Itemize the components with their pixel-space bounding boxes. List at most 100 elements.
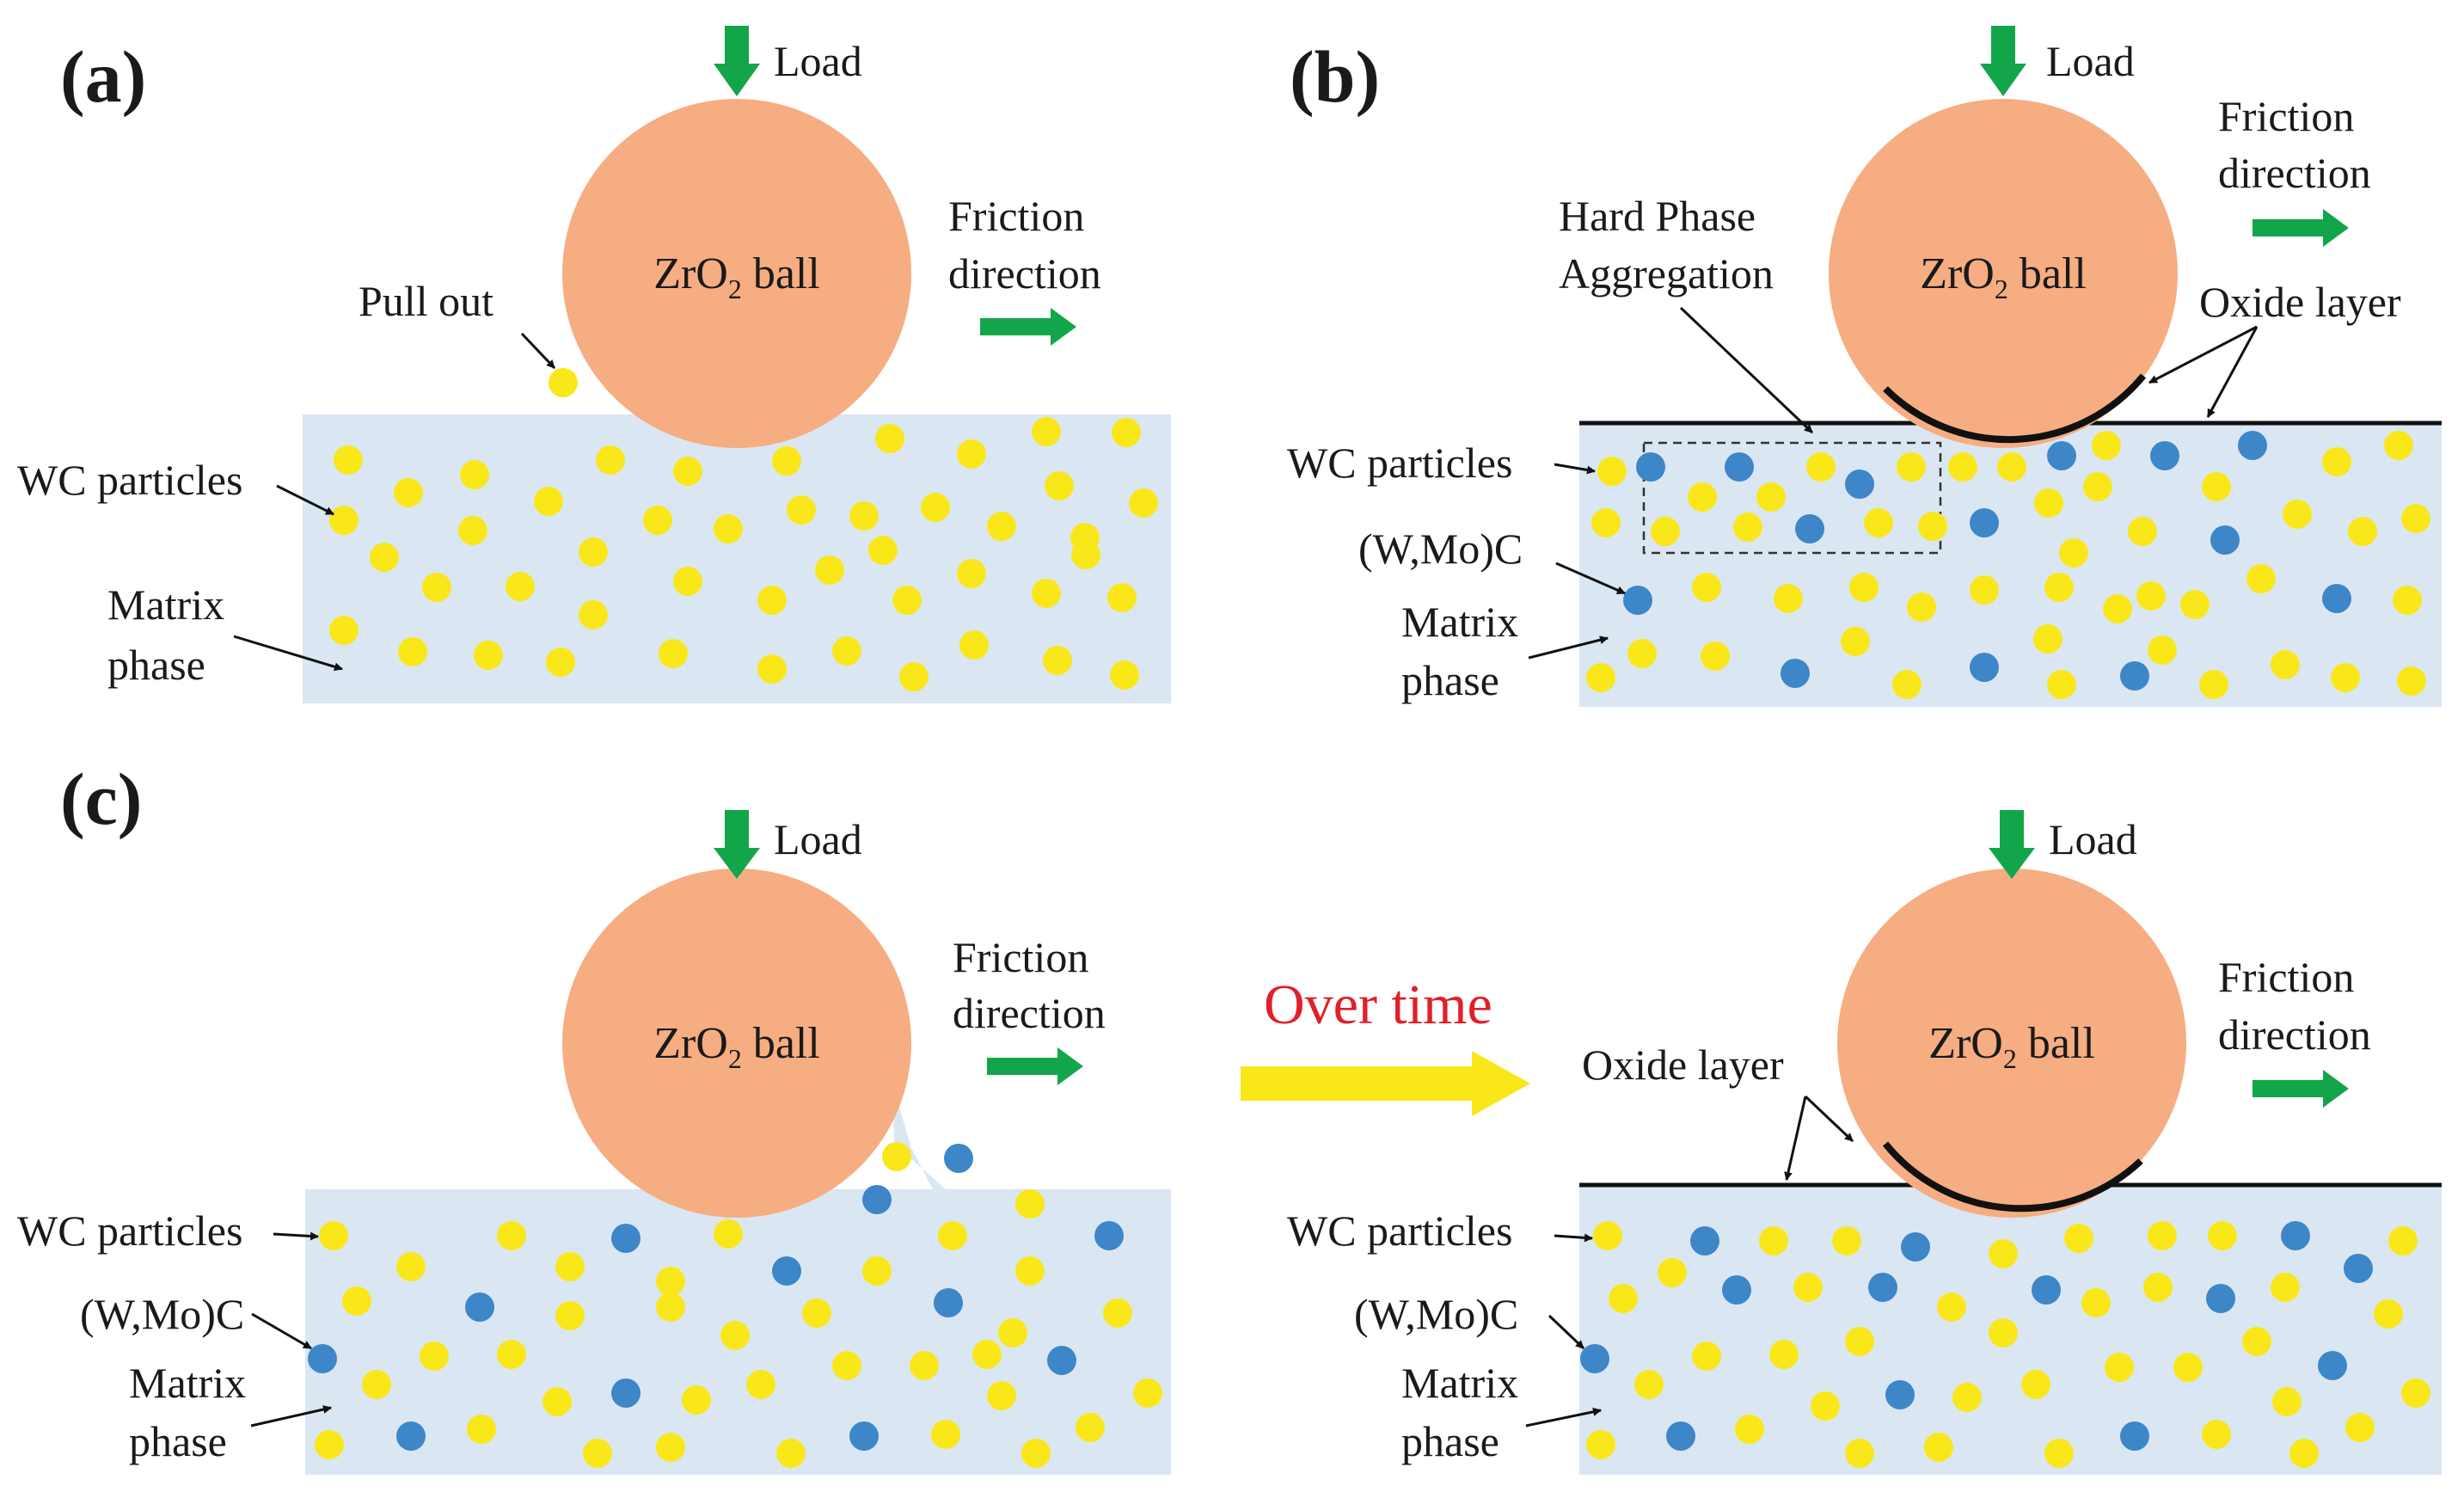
wc-particle [2033, 624, 2063, 654]
wc-particle [1970, 575, 1999, 605]
wc-particle [579, 600, 608, 629]
wc-particle [714, 514, 743, 543]
panel-c-right-matrix-label-1: Matrix [1401, 1359, 1518, 1407]
wc-particle [2289, 1439, 2319, 1468]
wc-particle [2173, 1353, 2203, 1382]
panel-b-matrix-label-2: phase [1401, 656, 1499, 704]
wc-particle [2044, 573, 2074, 602]
wc-particle [1129, 488, 1158, 518]
panel-c-left-wc-label: WC particles [17, 1206, 242, 1255]
panel-c-left-wmoc-leader [251, 1312, 312, 1350]
wc-particle [938, 1221, 967, 1250]
wmoc-particle [2318, 1351, 2347, 1380]
panel-c-right-wmoc-leader [1548, 1314, 1585, 1350]
wc-particle [2388, 1226, 2418, 1255]
wc-particle [2136, 581, 2166, 611]
panel-a-matrix-leader [233, 635, 343, 672]
wc-particle [1924, 1433, 1953, 1462]
wc-particle [2128, 517, 2157, 546]
pull-out-leader [520, 332, 556, 370]
wc-particle [1692, 1341, 1721, 1371]
wc-particle [714, 1219, 743, 1249]
wmoc-particle [2120, 1421, 2149, 1451]
wmoc-particle [1690, 1226, 1719, 1255]
pulled-out-particle [549, 368, 578, 397]
wc-particle [957, 439, 986, 469]
wc-particle [396, 1252, 426, 1281]
panel-b: (b) [1287, 26, 2442, 707]
wc-particle [1591, 508, 1621, 537]
wmoc-particle [1094, 1221, 1124, 1250]
wc-particle [849, 501, 879, 531]
panel-c-left-zro2-ball [562, 869, 911, 1218]
panel-c-right-wmoc-label: (W,Mo)C [1354, 1290, 1518, 1338]
wc-particle [1586, 1430, 1615, 1459]
wc-particle [832, 636, 861, 666]
panel-b-friction-label-2: direction [2218, 149, 2371, 197]
wc-particle [910, 1351, 939, 1380]
hard-phase-aggregation-box [1642, 441, 1942, 555]
wc-particle [546, 648, 575, 677]
wc-particle [1989, 1239, 2018, 1268]
wc-particle [815, 556, 844, 585]
wc-particle [931, 1420, 960, 1449]
wc-particle [892, 586, 922, 615]
wc-particle [957, 559, 986, 588]
hard-phase-leader [1679, 306, 1814, 434]
wc-particle [1071, 540, 1100, 569]
wc-particle [467, 1415, 496, 1444]
panel-b-label: (b) [1290, 35, 1380, 118]
wc-particle [2283, 500, 2312, 529]
panel-a-load-label: Load [774, 37, 862, 85]
wmoc-particle [1781, 659, 1810, 688]
wc-particle [1692, 573, 1721, 602]
wc-particle [329, 616, 359, 645]
wc-particle [832, 1351, 861, 1380]
wmoc-particle [1970, 508, 1999, 537]
wc-particle [1651, 517, 1680, 546]
wc-particle [2034, 488, 2063, 518]
wmoc-particle [1868, 1273, 1897, 1302]
wc-particle [987, 512, 1016, 541]
wc-particle [422, 573, 451, 602]
wc-particle [2345, 1413, 2375, 1442]
panel-c: (c) [17, 758, 2442, 1475]
wc-particle [998, 1318, 1027, 1348]
panel-c-right-load-label: Load [2049, 815, 2137, 863]
wc-particle [1849, 573, 1879, 602]
wc-particle [757, 586, 787, 615]
wc-particle [862, 1256, 892, 1286]
wc-particle [506, 572, 535, 601]
panel-c-left-load-label: Load [774, 815, 862, 863]
panel-b-oxide-leader-ball [2148, 325, 2258, 384]
wc-particle [2401, 504, 2430, 533]
wc-particle [656, 1267, 685, 1296]
panel-c-right-friction-label-2: direction [2218, 1010, 2371, 1059]
panel-a-wc-leader [276, 484, 334, 516]
panel-a-wc-label: WC particles [17, 456, 242, 504]
panel-a-friction-label-2: direction [948, 249, 1101, 298]
wc-particle [2143, 1273, 2173, 1302]
wmoc-particle [1623, 586, 1652, 615]
wmoc-particle [308, 1344, 337, 1373]
wc-particle [776, 1439, 806, 1468]
wc-particle [334, 445, 363, 475]
wc-particle [1032, 417, 1061, 446]
wc-particle [2059, 538, 2088, 568]
panel-b-wmoc-leader [1555, 562, 1626, 595]
wmoc-particle [772, 1256, 801, 1286]
wc-particle [319, 1221, 348, 1250]
hard-phase-label-2: Aggregation [1559, 249, 1774, 298]
wc-particle [1688, 482, 1717, 512]
wc-particle [1107, 583, 1137, 612]
wmoc-particle [2344, 1254, 2373, 1283]
wc-particle [659, 639, 688, 668]
wc-particle [2180, 590, 2210, 619]
wmoc-particle [1970, 653, 1999, 682]
panel-a-matrix-label-2: phase [107, 641, 205, 689]
wc-particle [899, 662, 929, 691]
panel-b-matrix-leader [1528, 635, 1609, 660]
wmoc-particle [611, 1378, 641, 1408]
wc-particle [2348, 517, 2377, 546]
panel-c-left-wmoc-label: (W,Mo)C [80, 1290, 244, 1338]
